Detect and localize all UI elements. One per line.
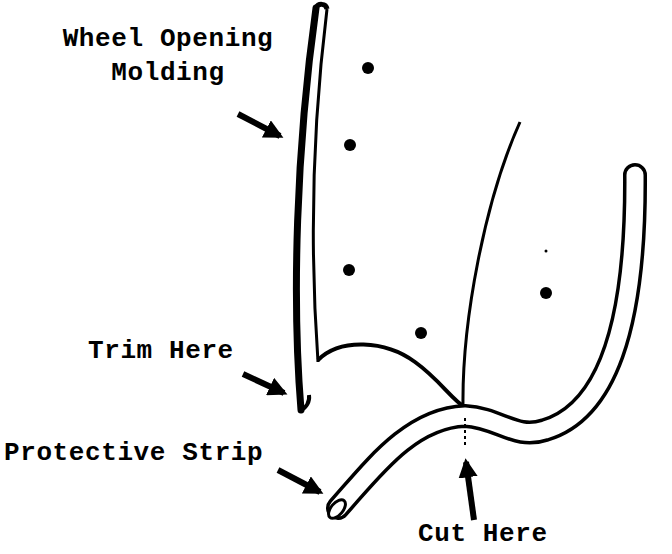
callout-arrows [238,114,474,520]
callout-arrow [278,470,320,492]
fastener-dots [343,62,552,339]
callout-label: Trim Here [88,334,258,368]
callout-label: Wheel Opening Molding [48,22,288,90]
molding-top [316,4,327,9]
callout-label: Protective Strip [4,436,304,470]
panel-edge [318,344,466,408]
callout-arrow [238,114,280,136]
fastener-dot [362,62,374,74]
fastener-dot [545,250,548,253]
molding-end [301,395,309,410]
fastener-dot [343,264,355,276]
strip-end [325,497,348,522]
fastener-dot [415,327,427,339]
callout-arrow [466,462,474,520]
protective-strip-fill [338,175,635,508]
fastener-dot [540,287,552,299]
protective-strip-outline [338,175,635,508]
fastener-dot [344,139,356,151]
molding-inner-edge [313,9,327,362]
door-edge [463,122,520,406]
callout-label: Cut Here [418,517,588,551]
cut-mark [464,418,466,448]
callout-arrow [243,374,284,393]
